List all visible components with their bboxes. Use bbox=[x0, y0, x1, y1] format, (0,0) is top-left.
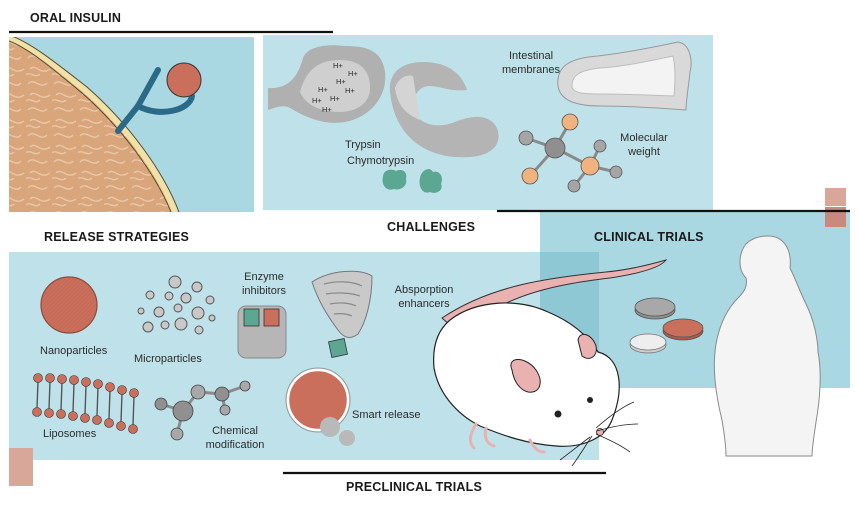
corner-square-top-right bbox=[825, 188, 846, 206]
section-oral-insulin: ORAL INSULIN bbox=[30, 11, 122, 25]
chemical-modification-label: Chemical modification bbox=[205, 425, 265, 451]
rat-tail bbox=[441, 259, 668, 333]
proton-label: H+ bbox=[318, 85, 328, 94]
enzyme-inhibitor-icon bbox=[237, 305, 287, 359]
section-release-strategies: RELEASE STRATEGIES bbox=[44, 230, 190, 244]
chemical-modification-icon bbox=[154, 380, 251, 441]
smart-release-label: Smart release bbox=[352, 409, 421, 421]
rat-ear-back bbox=[577, 333, 597, 359]
rat-eye bbox=[554, 410, 562, 418]
proton-label: H+ bbox=[345, 86, 355, 95]
insulin-molecule bbox=[166, 62, 202, 98]
proton-label: H+ bbox=[336, 77, 346, 86]
receptor-stem bbox=[115, 103, 141, 134]
receptor-arm-left bbox=[135, 67, 161, 109]
rat-front-paw bbox=[468, 422, 496, 450]
rat-whiskers bbox=[559, 401, 639, 467]
rat-ear-front bbox=[510, 359, 541, 393]
rat-paw-under bbox=[528, 438, 546, 454]
stomach-icon bbox=[268, 45, 386, 123]
rat-illustration bbox=[433, 259, 668, 467]
proton-label: H+ bbox=[312, 96, 322, 105]
microparticles-label: Microparticles bbox=[134, 353, 202, 365]
corner-square-bottom-left bbox=[9, 448, 33, 486]
section-preclinical-trials: PRECLINICAL TRIALS bbox=[346, 480, 483, 494]
intestinal-membranes-label: Intestinal membranes bbox=[501, 50, 561, 76]
cell-membrane-illustration bbox=[9, 37, 180, 212]
liposome-icon bbox=[32, 373, 139, 434]
smart-release-icon bbox=[285, 367, 355, 446]
liposomes-label: Liposomes bbox=[43, 428, 97, 440]
receptor-arm-right bbox=[135, 93, 195, 115]
proton-label: H+ bbox=[348, 69, 358, 78]
chymotrypsin-label: Chymotrypsin bbox=[347, 155, 415, 167]
enzyme-icons bbox=[382, 169, 443, 193]
chymotrypsin-enzyme bbox=[419, 169, 443, 193]
section-challenges: CHALLENGES bbox=[387, 220, 476, 234]
proton-label: H+ bbox=[333, 61, 343, 70]
proton-label: H+ bbox=[330, 94, 340, 103]
section-clinical-trials: CLINICAL TRIALS bbox=[594, 230, 704, 244]
microparticles-icon bbox=[137, 275, 216, 335]
trypsin-enzyme bbox=[382, 169, 407, 190]
molecular-weight-label: Molecular weight bbox=[620, 132, 668, 158]
enzyme-inhibitors-label: Enzyme inhibitors bbox=[241, 271, 287, 297]
proton-label: H+ bbox=[322, 105, 332, 114]
trypsin-label: Trypsin bbox=[345, 139, 381, 151]
molecule-atoms bbox=[518, 113, 623, 193]
woman-silhouette bbox=[713, 235, 821, 457]
intestinal-membrane-icon bbox=[557, 41, 692, 111]
intestine-icon bbox=[389, 62, 499, 158]
rat-eye-back bbox=[587, 397, 593, 403]
absorption-enhancers-label: Absporption enhancers bbox=[394, 284, 454, 310]
nanoparticles-label: Nanoparticles bbox=[40, 345, 108, 357]
pills-icon bbox=[629, 297, 704, 354]
absorption-enhancer-icon bbox=[311, 270, 373, 358]
